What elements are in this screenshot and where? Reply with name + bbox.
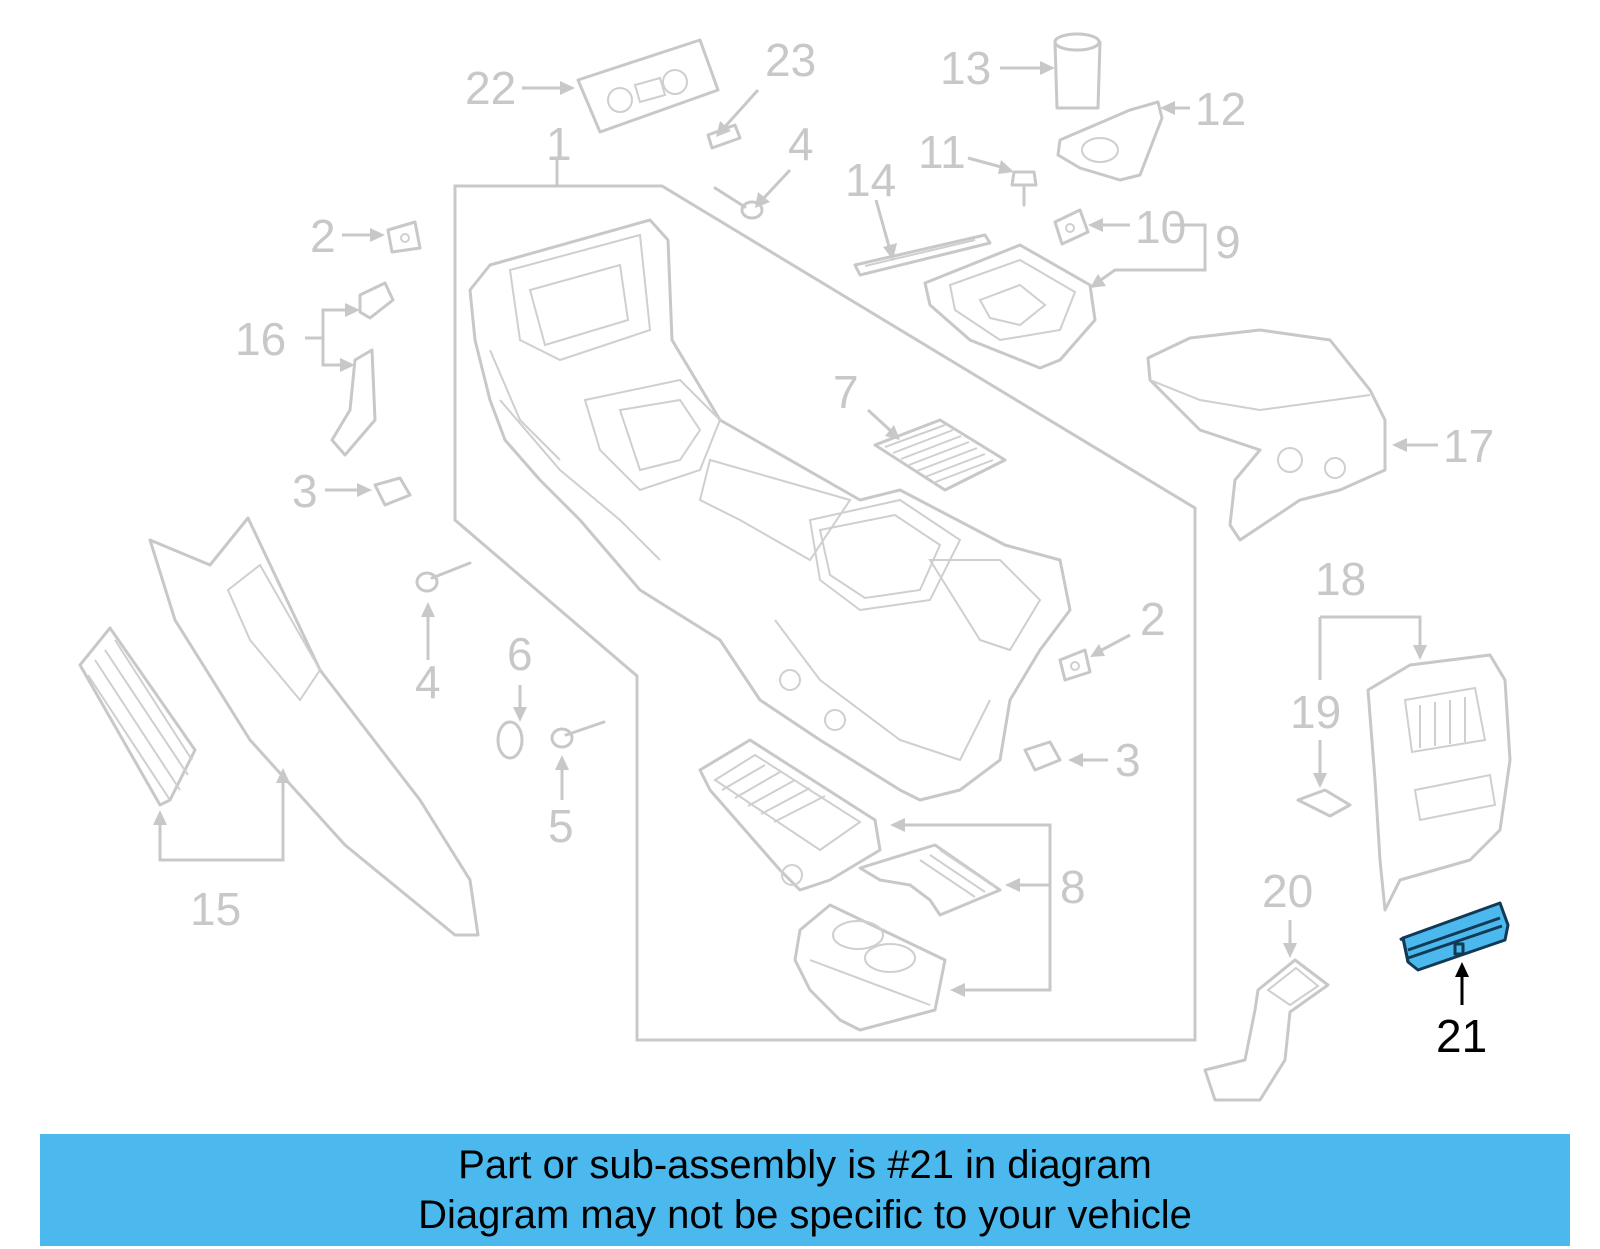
callout-7[interactable]: 7 [833,366,859,418]
callout-15[interactable]: 15 [190,883,241,935]
part-20-duct[interactable] [1203,958,1330,1102]
part-15-mesh[interactable] [78,626,197,807]
part-17-armrest[interactable] [1146,328,1387,542]
part-3-clip-left[interactable] [373,476,412,507]
callout-16[interactable]: 16 [235,313,286,365]
callout-22[interactable]: 22 [465,62,516,114]
part-12-trim[interactable] [1056,100,1164,182]
part-3-clip-right[interactable] [1023,740,1062,772]
callout-2-upper[interactable]: 2 [310,210,336,262]
callout-2-lower[interactable]: 2 [1140,593,1166,645]
info-banner: Part or sub-assembly is #21 in diagram D… [40,1134,1570,1246]
part-18-vent-panel[interactable] [1366,653,1512,912]
part-14-strip[interactable] [853,233,992,277]
banner-line-1: Part or sub-assembly is #21 in diagram [458,1143,1152,1187]
part-2-clip-lower[interactable] [1058,648,1092,682]
part-19-clip[interactable] [1296,788,1352,818]
callout-1[interactable]: 1 [546,118,572,170]
leader-lines [153,61,1438,997]
callout-19[interactable]: 19 [1290,686,1341,738]
part-4-screw-upper[interactable] [713,186,764,220]
part-8-tray[interactable] [698,738,882,892]
part-11-bolt[interactable] [1010,170,1038,207]
callout-5[interactable]: 5 [548,800,574,852]
part-4-screw-lower[interactable] [415,561,472,593]
callout-14[interactable]: 14 [845,154,896,206]
parts-diagram: 1 22 23 4 13 12 11 14 10 9 2 16 7 17 3 1… [78,32,1512,1102]
callout-21[interactable]: 21 [1436,1010,1487,1062]
callout-3-right[interactable]: 3 [1115,734,1141,786]
callout-4-lower[interactable]: 4 [415,656,441,708]
part-2-clip-upper[interactable] [386,220,422,254]
callout-9[interactable]: 9 [1215,216,1241,268]
part-1-frame [453,160,1197,1042]
callout-labels: 1 22 23 4 13 12 11 14 10 9 2 16 7 17 3 1… [190,34,1494,1062]
callout-20[interactable]: 20 [1262,865,1313,917]
callout-4-upper[interactable]: 4 [788,118,814,170]
part-13-cup[interactable] [1053,32,1102,110]
callout-17[interactable]: 17 [1443,420,1494,472]
part-15-side-panel[interactable] [148,516,480,937]
part-7-mat[interactable] [873,418,1007,492]
part-5-screw[interactable] [550,720,606,749]
callout-23[interactable]: 23 [765,34,816,86]
part-6-plug[interactable] [496,720,524,760]
callout-11[interactable]: 11 [918,126,966,178]
callout-12[interactable]: 12 [1195,83,1246,135]
leader-21 [1455,962,1469,1005]
callout-13[interactable]: 13 [940,42,991,94]
part-8-mat[interactable] [858,843,1002,917]
part-1-console[interactable] [468,218,1072,802]
callout-18[interactable]: 18 [1315,553,1366,605]
part-8-cupholder[interactable] [793,903,947,1032]
part-21-highlighted[interactable] [1399,901,1510,972]
banner-line-2: Diagram may not be specific to your vehi… [418,1193,1192,1237]
part-9-tray[interactable] [923,243,1097,370]
part-16-bracket-upper[interactable] [358,281,395,320]
callout-3-left[interactable]: 3 [292,465,318,517]
callout-10[interactable]: 10 [1135,201,1186,253]
callout-6[interactable]: 6 [507,628,533,680]
callout-8[interactable]: 8 [1060,861,1086,913]
part-10-clip[interactable] [1053,208,1090,246]
part-16-bracket-lower[interactable] [330,348,377,457]
part-22-control-panel[interactable] [576,38,720,134]
